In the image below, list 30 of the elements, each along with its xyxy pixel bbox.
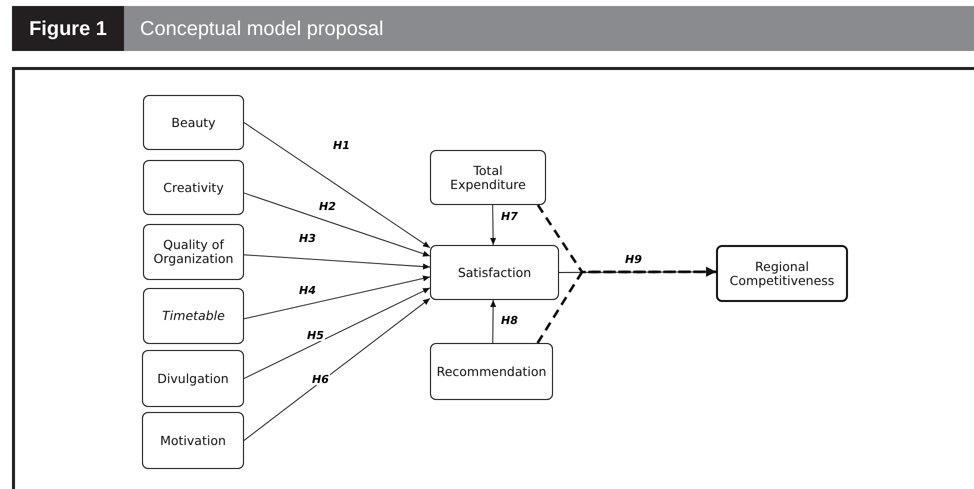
edge-label: H5 [306,330,325,341]
edge-label: H1 [332,140,351,151]
dashed-arrow [536,266,716,344]
edge-label: H3 [298,233,317,244]
arrow [490,300,496,344]
variable-box: Creativity [143,160,244,215]
figure-title: Conceptual model proposal [139,16,384,42]
variable-box: Beauty [143,95,244,150]
edge-label: H9 [624,254,643,265]
variable-box: Quality of Organization [143,224,244,280]
variable-box: Motivation [142,412,244,469]
edge-label: H7 [500,211,519,222]
arrow [244,298,430,441]
arrow [244,192,430,257]
variable-box: Regional Competitiveness [716,245,848,302]
edge-label: H2 [318,201,337,212]
variable-box: Recommendation [430,343,553,400]
edge-label: H8 [500,315,519,326]
variable-box: Satisfaction [430,245,559,300]
variable-box: Total Expenditure [430,150,546,205]
arrow [490,204,496,246]
edge-label: H4 [298,285,317,296]
variable-box: Timetable [143,288,244,344]
edge-label: H6 [311,374,330,385]
variable-box: Divulgation [142,350,244,407]
arrow [244,287,430,379]
arrow [244,254,430,270]
arrow [244,122,430,248]
arrow [244,276,430,320]
figure-number: Figure 1 [12,6,124,51]
